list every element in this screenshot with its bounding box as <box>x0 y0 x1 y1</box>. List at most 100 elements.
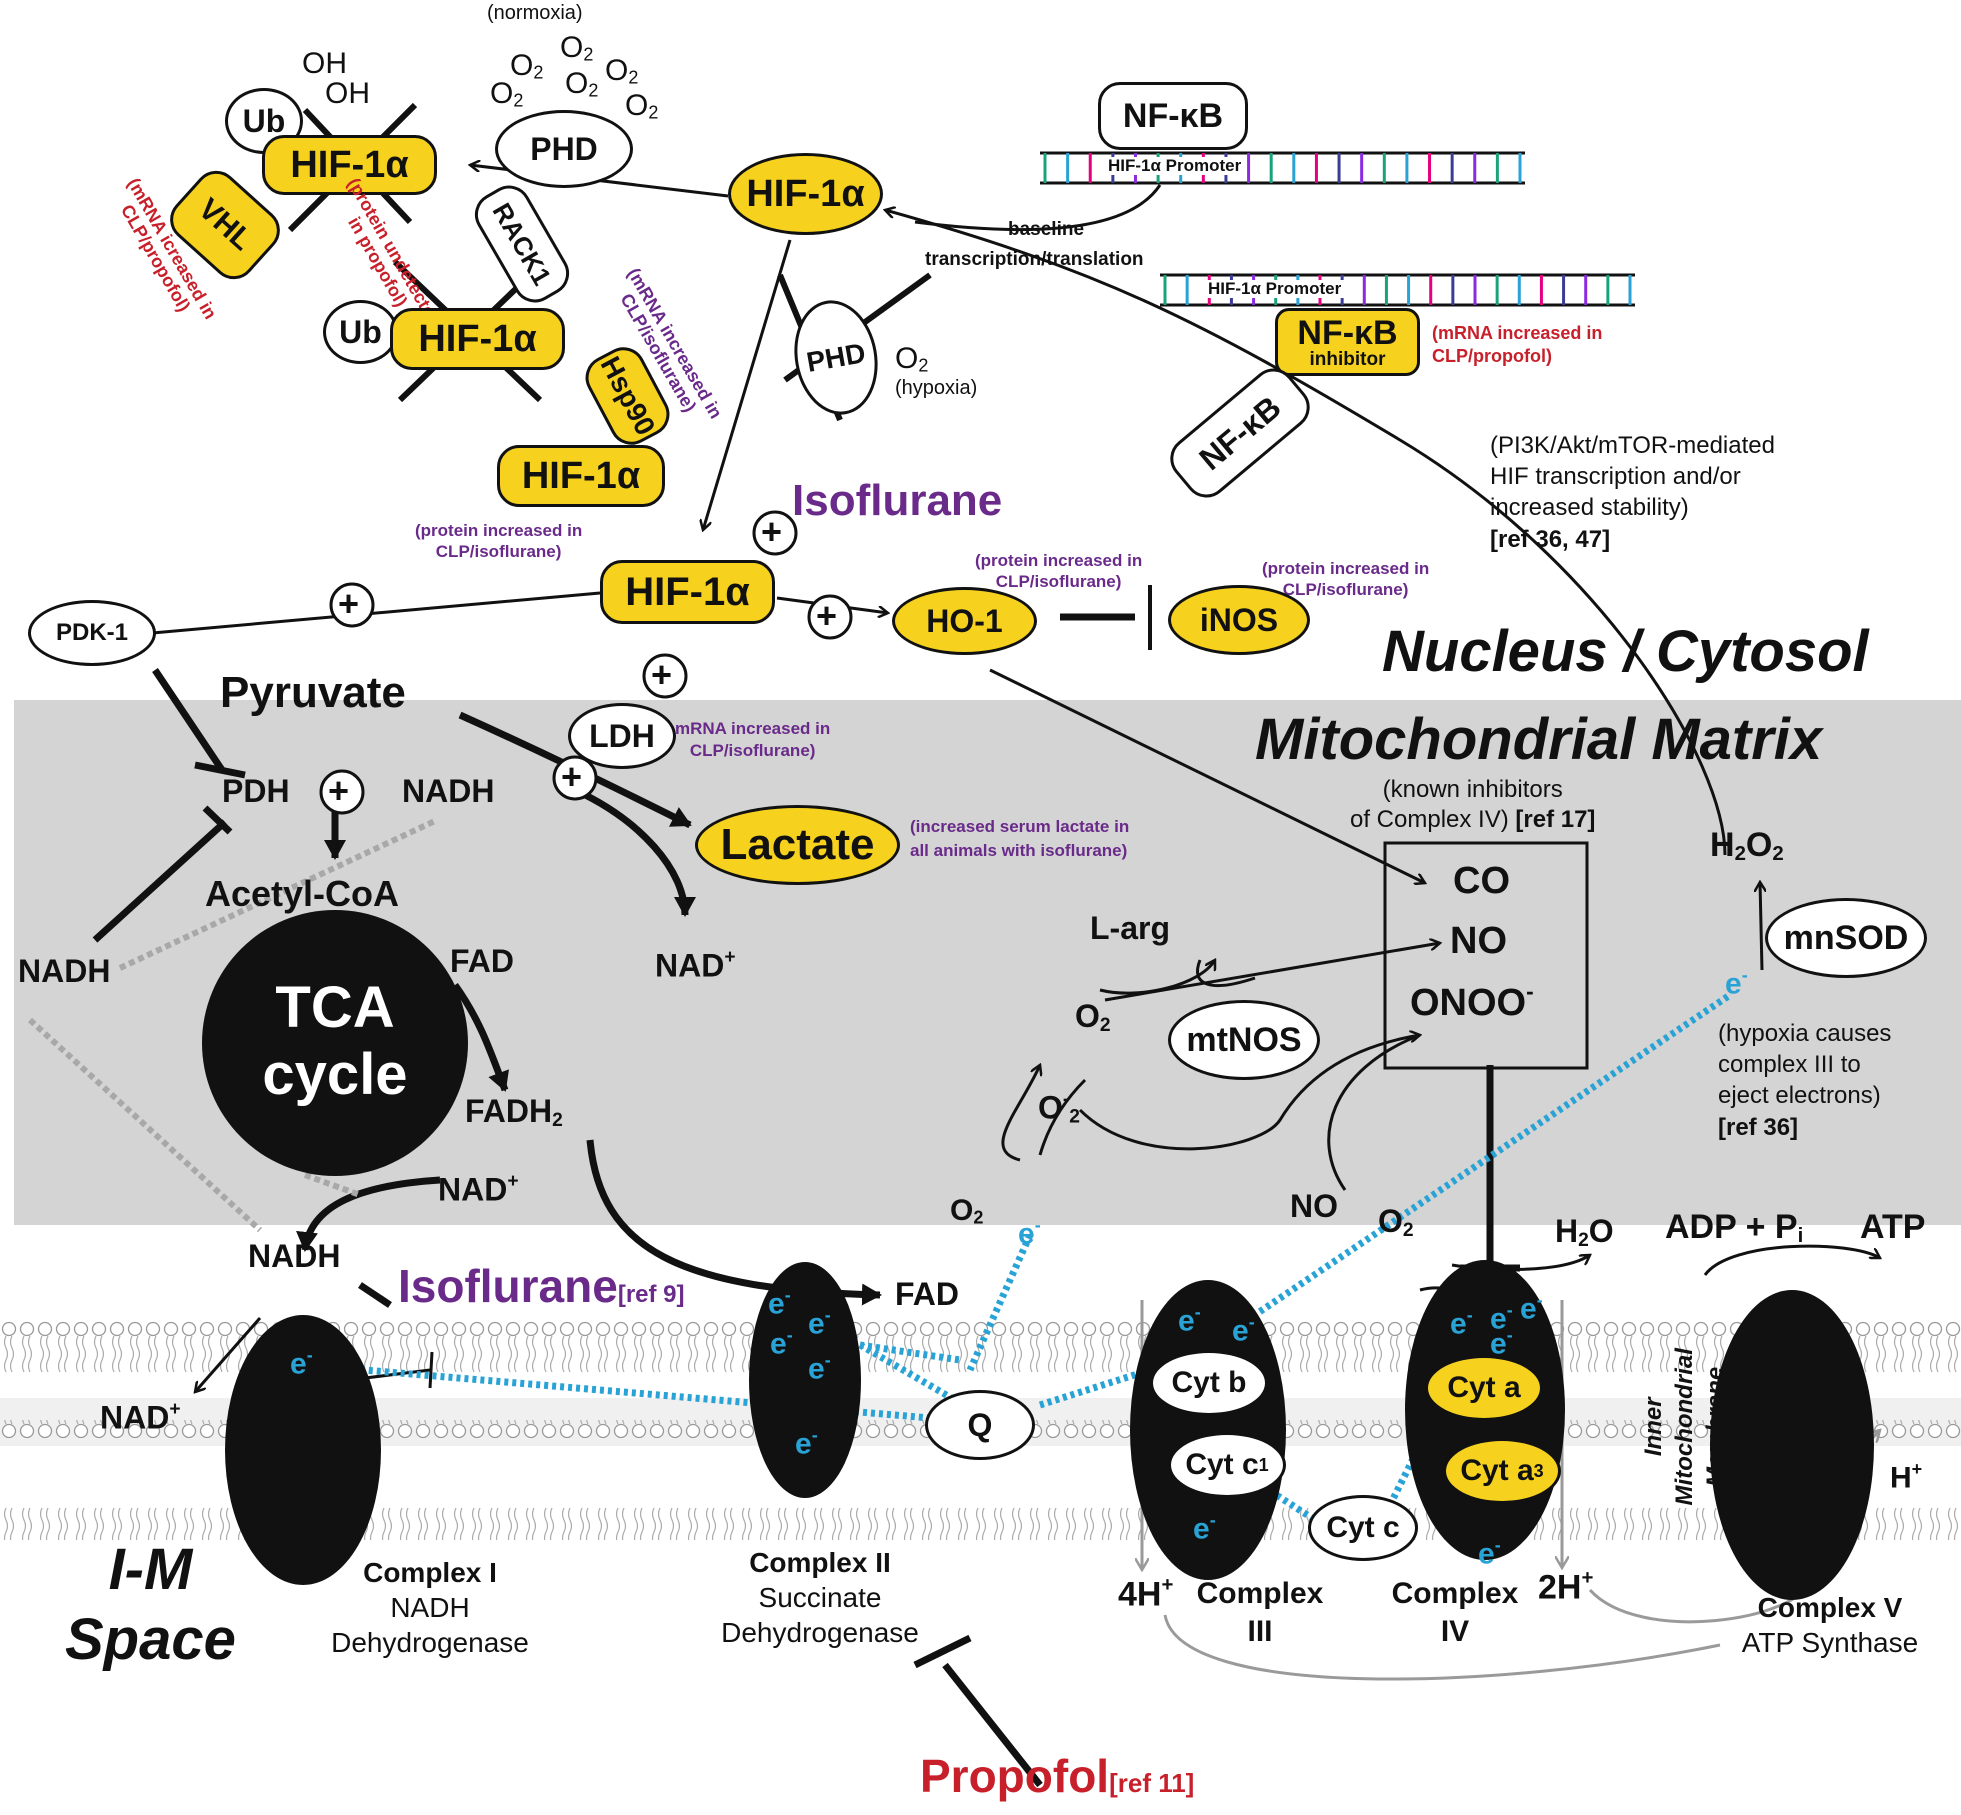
hif1a-degraded-node: HIF-1α <box>262 135 437 195</box>
phd-node: PHD <box>495 110 633 188</box>
mnsod-node: mnSOD <box>1765 898 1927 978</box>
oxygen-label: O2 <box>1378 1203 1414 1241</box>
no-label: NO <box>1450 920 1507 962</box>
plus-sign: + <box>651 654 673 695</box>
electron-label: e- <box>1520 1290 1543 1326</box>
hif1a-top-node: HIF-1α <box>728 153 883 235</box>
pdk1-node: PDK-1 <box>28 600 156 666</box>
electron-label: e- <box>1178 1302 1201 1338</box>
propofol-label: Propofol[ref 11] <box>920 1750 1195 1802</box>
cyt-b-node: Cyt b <box>1150 1350 1268 1416</box>
complex-v <box>1710 1290 1874 1600</box>
isoflurane-complex-i-label: Isoflurane[ref 9] <box>398 1260 685 1312</box>
electron-label: e- <box>1450 1305 1473 1341</box>
four-protons-label: 4H+ <box>1118 1574 1174 1614</box>
hif1a-promoter-label: HIF-1α Promoter <box>1105 157 1245 175</box>
hif1a-hsp90-node: HIF-1α <box>497 445 665 507</box>
l-arginine-label: L-arg <box>1090 910 1170 946</box>
mitochondrial-matrix-title: Mitochondrial Matrix <box>1255 707 1823 772</box>
hif1a-main-node: HIF-1α <box>600 560 775 624</box>
oxygen-label: O2 <box>490 77 524 111</box>
electron-label: e- <box>1018 1215 1041 1251</box>
electron-label: e- <box>1725 965 1748 1001</box>
nad-plus-label: NAD+ <box>655 947 736 984</box>
extra-arrow-lines <box>1038 960 1217 1156</box>
peroxynitrite-label: ONOO- <box>1410 978 1534 1024</box>
complex-i <box>225 1315 381 1585</box>
proton-label: H+ <box>1800 1554 1833 1590</box>
pdh-label: PDH <box>222 773 290 809</box>
superoxide-label: O-2 <box>1038 1089 1080 1128</box>
electron-label: e- <box>768 1285 791 1321</box>
nfkb-inhibitor-node: NF-κB inhibitor <box>1275 308 1420 376</box>
nadh-label: NADH <box>402 773 495 809</box>
electron-label: e- <box>770 1325 793 1361</box>
plus-sign: + <box>816 595 838 636</box>
nfkb-top-node: NF-κB <box>1098 82 1248 150</box>
complex-ii <box>749 1262 861 1498</box>
plus-circles <box>319 510 853 815</box>
oxygen-label: O2 <box>605 54 639 88</box>
plus-sign: + <box>561 756 583 797</box>
electron-label: e- <box>1490 1300 1513 1336</box>
inos-node: iNOS <box>1168 585 1310 655</box>
complex-iv-inhibitors-box <box>1383 841 1589 1070</box>
co-label: CO <box>1453 860 1510 902</box>
gray-dashed-links <box>27 817 439 1233</box>
transcription-label: transcription/translation <box>925 249 1144 270</box>
adp-label: ADP + Pi <box>1665 1208 1804 1248</box>
nadh-label: NADH <box>248 1238 341 1274</box>
acetyl-coa-label: Acetyl-CoA <box>205 873 400 914</box>
nadh-label: NADH <box>18 953 111 989</box>
hif1a-promoter-label: HIF-1α Promoter <box>1205 280 1345 298</box>
normoxia-label: (normoxia) <box>487 2 583 24</box>
oxygen-label: O2 <box>895 342 929 376</box>
fadh2-label: FADH2 <box>465 1093 563 1131</box>
proton-label: H+ <box>1890 1459 1923 1495</box>
electron-label: e- <box>1193 1510 1216 1546</box>
ubiquinone-q-node: Q <box>925 1390 1035 1460</box>
electron-label: e- <box>795 1425 818 1461</box>
plus-sign: + <box>338 583 360 624</box>
hydroxyl-label: OH <box>302 47 347 80</box>
ub-node: Ub <box>225 88 303 154</box>
hif1a-rack1-node: HIF-1α <box>390 308 565 370</box>
electron-label: e- <box>1490 1325 1513 1361</box>
nucleus-cytosol-title: Nucleus / Cytosol <box>1382 619 1869 684</box>
electron-label: e- <box>1478 1535 1501 1571</box>
no-label: NO <box>1290 1188 1338 1224</box>
plus-sign: + <box>328 770 350 811</box>
cyt-c-node: Cyt c <box>1308 1495 1418 1561</box>
electron-label: e- <box>808 1350 831 1386</box>
h2o2-label: H2O2 <box>1710 826 1784 866</box>
complex-iii <box>1130 1280 1286 1580</box>
isoflurane-label: Isoflurane <box>792 476 1003 525</box>
electron-label: e- <box>808 1305 831 1341</box>
pyruvate-label: Pyruvate <box>220 668 406 717</box>
two-protons-label: 2H+ <box>1538 1567 1594 1607</box>
baseline-label: baseline <box>1008 219 1085 240</box>
lactate-node: Lactate <box>695 805 900 885</box>
atp-label: ATP <box>1860 1208 1926 1246</box>
oxygen-label: O2 <box>625 89 659 123</box>
oxygen-label: O2 <box>560 31 594 65</box>
nad-plus-label: NAD+ <box>100 1399 181 1436</box>
ldh-node: LDH <box>568 703 676 769</box>
electron-label: e- <box>290 1345 313 1381</box>
